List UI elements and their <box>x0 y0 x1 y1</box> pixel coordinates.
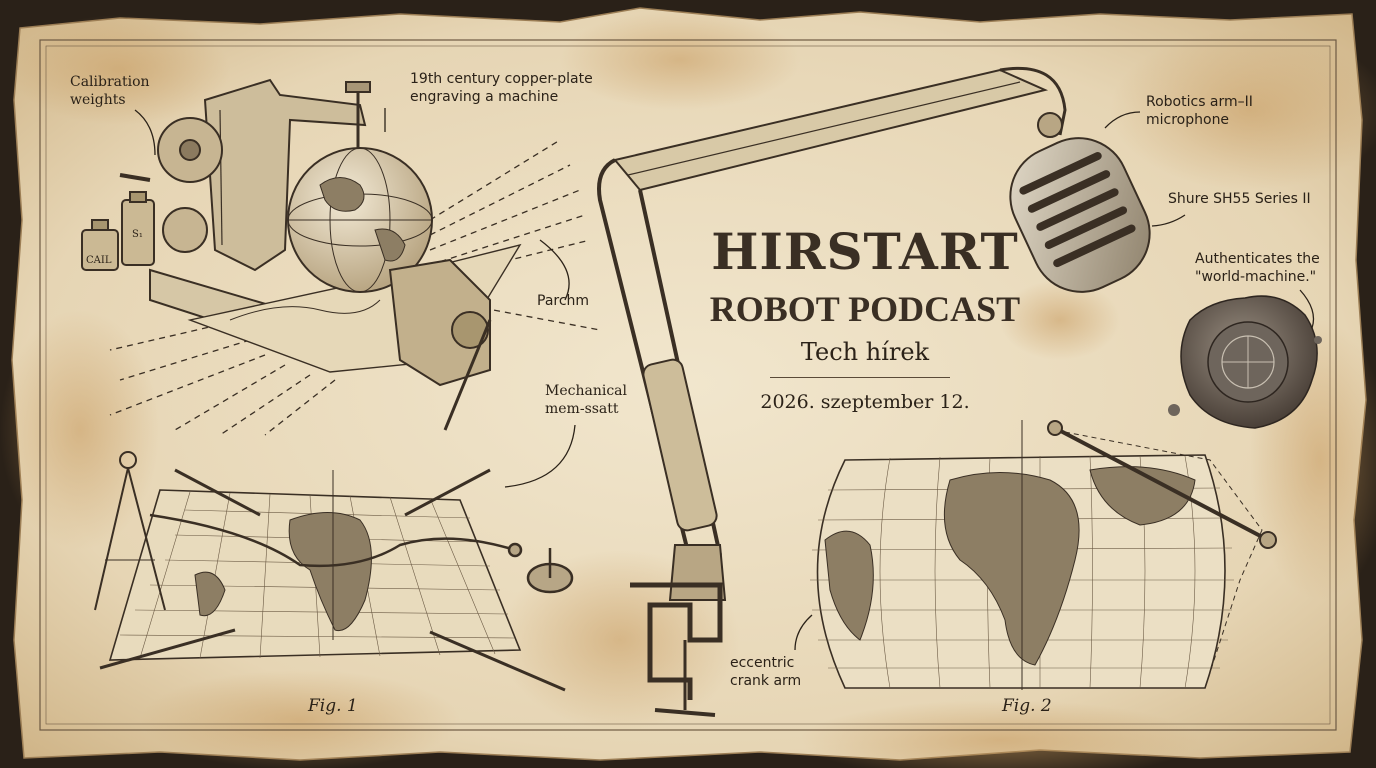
figure-caption-1: Fig. 1 <box>308 696 358 716</box>
poster-subtitle: ROBOT PODCAST <box>709 289 1021 329</box>
compass-icon <box>94 451 166 611</box>
figure-caption-2: Fig. 2 <box>1002 696 1052 716</box>
divider <box>770 377 950 378</box>
poster-tagline: Tech hírek <box>800 338 930 366</box>
microphone-icon <box>1009 137 1151 293</box>
label-parchm: Parchm <box>537 293 590 309</box>
world-map-fig2 <box>810 420 1277 690</box>
poster-title: HIRSTART <box>711 222 1019 281</box>
label-crank-arm: eccentric crank arm <box>730 655 802 689</box>
label-robotics-arm: Robotics arm–II microphone <box>1146 94 1253 128</box>
poster-date: 2026. szeptember 12. <box>760 391 970 413</box>
weight-label-a: CAIL <box>86 255 112 266</box>
boom-arm-icon <box>597 66 1067 717</box>
weight-label-b: S₁ <box>132 229 143 240</box>
label-shure: Shure SH55 Series II <box>1168 191 1311 207</box>
globe-press-machine <box>81 78 601 436</box>
label-mechanical: Mechanical mem-ssatt <box>545 383 627 417</box>
world-map-fig1 <box>94 451 574 692</box>
label-authenticates: Authenticates the "world-machine." <box>1195 251 1320 285</box>
label-calibration-weights: Calibration weights <box>70 74 150 108</box>
wax-seal-icon <box>1168 295 1322 429</box>
label-engraving: 19th century copper-plate engraving a ma… <box>410 71 593 105</box>
frame-border <box>39 39 1337 731</box>
